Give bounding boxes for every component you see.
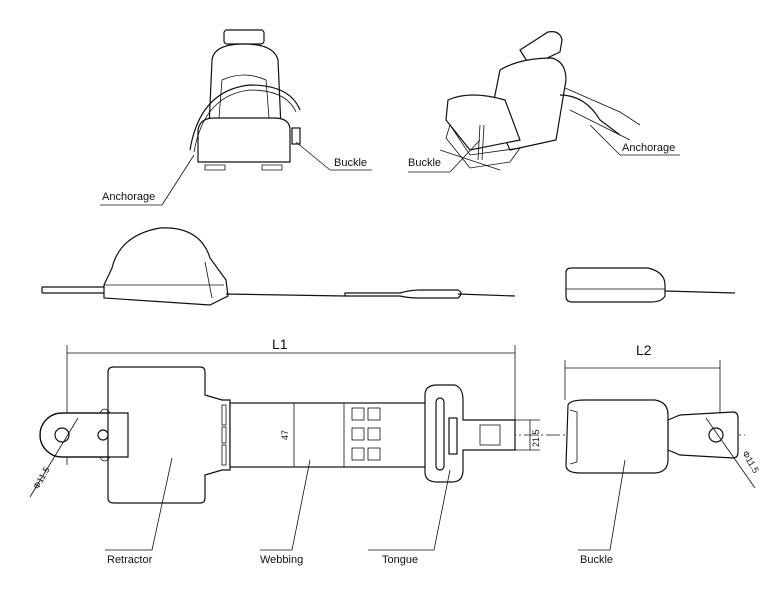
buckle (565, 399, 739, 474)
anchorage-label-front: Anchorage (102, 191, 155, 203)
hole-left-label: Φ11.5 (31, 465, 52, 491)
l2-label: L2 (636, 342, 652, 358)
l1-label: L1 (272, 336, 288, 352)
webbing-width-label: 47 (280, 430, 290, 440)
anchorage-label-perspective: Anchorage (622, 142, 675, 154)
retractor-side-view (41, 227, 516, 306)
seat-perspective-view: Buckle Anchorage (408, 31, 680, 173)
webbing: 47 (229, 402, 446, 468)
tongue-label: Tongue (382, 554, 418, 566)
tongue-width-label: 21.5 (531, 429, 541, 447)
tongue: 21.5 (424, 384, 541, 483)
anchor-hole-left (54, 427, 70, 443)
buckle-label-perspective: Buckle (408, 157, 441, 169)
webbing-label: Webbing (260, 554, 303, 566)
buckle-label: Buckle (580, 554, 613, 566)
retractor-label: Retractor (107, 554, 153, 566)
buckle-side-view (565, 267, 736, 303)
seat-front-view: Buckle Anchorage (100, 29, 372, 206)
retractor (39, 366, 231, 504)
anchor-hole-right (708, 427, 724, 443)
buckle-label-front: Buckle (334, 157, 367, 169)
l2-dimension: L2 (564, 342, 721, 420)
part-leaders: Retractor Webbing Tongue Buckle (105, 457, 626, 566)
